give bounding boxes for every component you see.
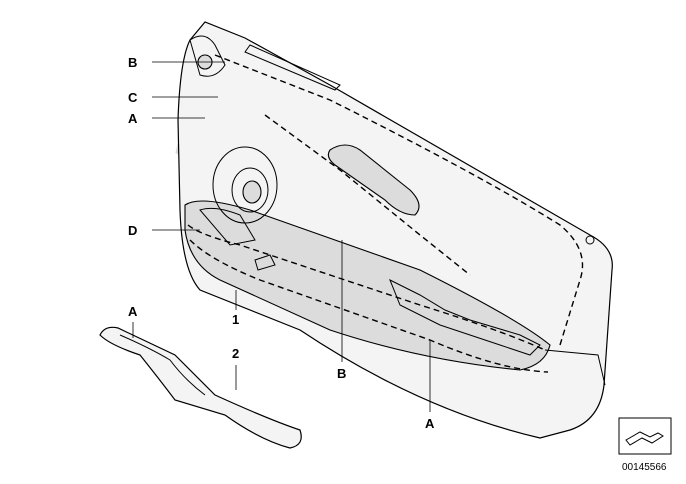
callout-two: 2 [232,346,239,361]
armrest-pocket [184,200,551,371]
lower-bevel-line [544,349,606,386]
handle-seam [264,114,471,276]
lower-seam [187,224,546,351]
callout-d: D [128,223,137,238]
callout-a-strip: A [128,304,138,319]
armrest-strip [99,326,302,449]
callout-c: C [128,90,138,105]
callout-one: 1 [232,312,239,327]
switch-block [389,278,541,356]
view-arrow-icon [625,431,664,446]
mirror-corner-trim [189,35,226,77]
callout-a-top: A [128,111,138,126]
map-pocket-edge [199,207,256,246]
door-pull-slot [254,254,276,271]
speaker-mid [231,167,269,213]
door-trim-panel [177,21,613,439]
reference-box: 00145566 [618,417,672,473]
callout-b-bottom: B [337,366,346,381]
reference-number: 00145566 [622,462,667,473]
callout-a-bottom: A [425,416,435,431]
speaker-outer [212,146,278,224]
speaker-center [242,180,262,204]
top-vent-strip [244,44,341,91]
door-handle-recess [327,144,420,216]
armrest-strip-edge [119,334,206,396]
callout-b-top: B [128,55,137,70]
fixing-hole [585,235,595,245]
